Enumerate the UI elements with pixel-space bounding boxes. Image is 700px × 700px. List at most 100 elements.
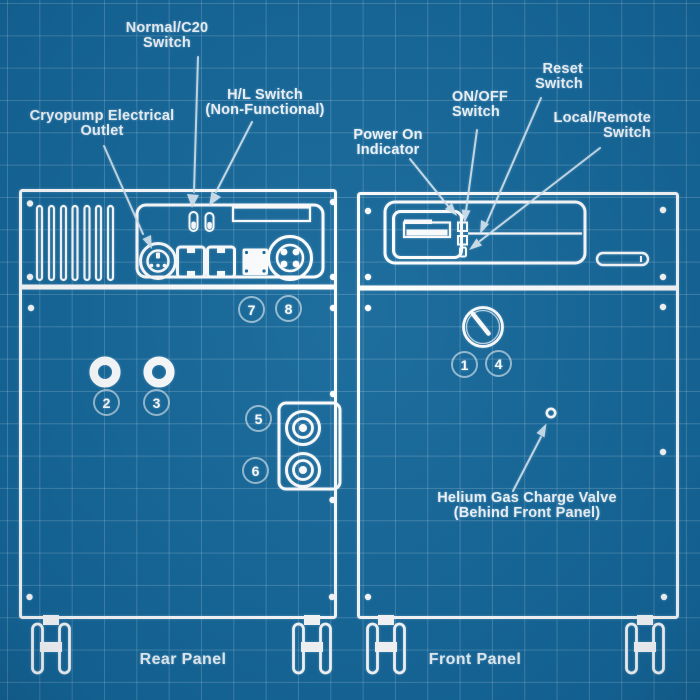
callout-line: (Non-Functional)	[205, 102, 325, 118]
cryopump-outlet-connector	[139, 242, 177, 280]
vent-slot	[83, 204, 91, 282]
hl-switch	[204, 212, 215, 232]
reset-switch	[457, 235, 468, 246]
front-panel-drawing	[357, 192, 679, 675]
port-2	[89, 356, 121, 388]
callout-reset-switch: Reset Switch	[535, 62, 583, 92]
screw	[364, 304, 372, 312]
gas-coupling-block	[277, 401, 342, 491]
vent-slot	[47, 204, 56, 282]
screw	[364, 273, 372, 281]
caster	[31, 615, 71, 675]
badge-number: 6	[251, 462, 260, 479]
rear-panel-caption: Rear Panel	[139, 651, 227, 668]
screw	[329, 304, 337, 312]
front-section-divider	[358, 285, 678, 291]
callout-local-remote-switch: Local/Remote Switch	[554, 111, 651, 141]
rear-panel-drawing	[19, 189, 342, 675]
badge-number: 8	[284, 300, 293, 317]
vent-slot	[35, 204, 44, 282]
callout-line: Local/Remote	[553, 110, 651, 126]
caster	[625, 615, 665, 675]
item-badge-6: 6	[242, 457, 269, 484]
local-remote-switch	[459, 246, 467, 258]
screw	[659, 273, 667, 281]
badge-number: 7	[247, 301, 256, 318]
callout-on-off-switch: ON/OFF Switch	[452, 90, 508, 120]
handle	[595, 251, 650, 267]
item-badge-3: 3	[143, 389, 170, 416]
pressure-gauge	[462, 306, 504, 348]
callout-line: Switch	[143, 35, 191, 51]
callout-line: (Behind Front Panel)	[453, 505, 601, 521]
gauge-needle	[470, 311, 491, 336]
front-panel-caption: Front Panel	[428, 651, 522, 668]
screw	[329, 496, 336, 504]
badge-number: 4	[494, 355, 503, 372]
callout-line: Switch	[535, 76, 583, 92]
screw	[26, 200, 34, 207]
gas-coupling-bottom	[285, 452, 321, 488]
badge-number: 2	[102, 394, 111, 411]
power-outlet-left	[176, 245, 206, 279]
callout-line: Power On	[353, 127, 423, 143]
screw	[329, 390, 337, 398]
badge-number: 5	[254, 410, 263, 427]
arrow-cryopump	[103, 145, 152, 249]
vent-slot	[106, 204, 115, 282]
rear-screws	[26, 198, 337, 601]
screw	[659, 303, 667, 311]
control-bezel	[383, 200, 587, 265]
caster	[366, 615, 406, 675]
callout-arrows	[103, 56, 601, 492]
callout-helium-charge-valve: Helium Gas Charge Valve (Behind Front Pa…	[437, 491, 617, 521]
screw	[659, 448, 667, 456]
arrow-reset	[480, 97, 542, 234]
remote-connector	[267, 235, 313, 281]
callout-line: Cryopump Electrical	[29, 108, 175, 124]
screw	[27, 304, 35, 312]
callout-line: Indicator	[356, 142, 420, 158]
arrow-power-on	[409, 158, 457, 216]
screw	[26, 273, 34, 281]
on-off-switch	[457, 221, 468, 232]
arrow-hl-switch	[209, 121, 253, 206]
item-badge-7: 7	[238, 296, 265, 323]
item-badge-5: 5	[245, 405, 272, 432]
cover-plate	[242, 248, 268, 275]
vent-slot	[59, 204, 68, 282]
screw	[329, 273, 337, 281]
item-badge-2: 2	[93, 389, 120, 416]
callout-line: Switch	[603, 125, 651, 141]
item-badge-4: 4	[485, 350, 512, 377]
callout-line: Normal/C20	[125, 20, 209, 36]
callout-hl-switch: H/L Switch (Non-Functional)	[205, 88, 324, 118]
port-3	[143, 356, 175, 388]
callout-cryopump-outlet: Cryopump Electrical Outlet	[30, 109, 175, 139]
rear-label-plate	[231, 206, 312, 223]
screw	[26, 593, 33, 601]
screw	[329, 198, 337, 206]
vent-slot	[94, 204, 103, 282]
front-screws	[364, 206, 668, 601]
callout-normal-c20-switch: Normal/C20 Switch	[126, 21, 209, 51]
rear-section-divider	[20, 284, 336, 290]
badge-number: 1	[460, 356, 469, 373]
screw	[364, 593, 372, 601]
callout-line: Switch	[452, 104, 500, 120]
callout-line: Outlet	[80, 123, 124, 139]
item-badge-1: 1	[451, 351, 478, 378]
caster	[292, 615, 332, 675]
badge-number: 3	[152, 394, 161, 411]
screw	[660, 593, 668, 601]
arrow-on-off	[461, 129, 478, 223]
power-outlet-right	[206, 245, 236, 279]
screw	[659, 206, 667, 214]
normal-c20-switch	[188, 211, 199, 232]
callout-line: Helium Gas Charge Valve	[437, 490, 617, 506]
arrow-helium-valve	[512, 423, 547, 492]
screw	[364, 207, 372, 215]
callout-power-on-indicator: Power On Indicator	[353, 128, 422, 158]
